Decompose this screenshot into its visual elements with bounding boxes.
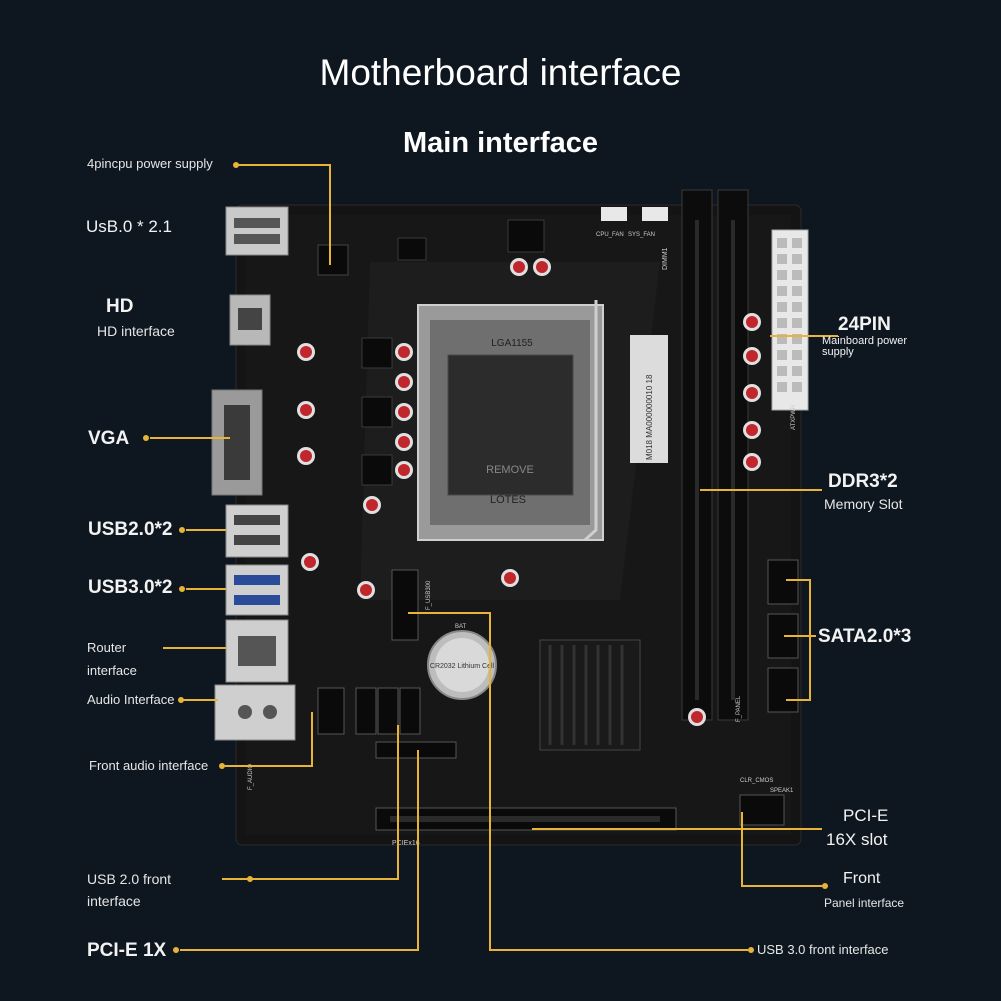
label-router-2: interface <box>87 663 137 678</box>
f-usb300-label: F_USB300 <box>426 580 432 610</box>
label-usb-21: UsB.0 * 2.1 <box>86 217 172 236</box>
leader-front-panel <box>741 812 822 887</box>
usb-port-top <box>225 206 289 256</box>
f-audio-label: F_AUDIO <box>248 764 254 790</box>
chip-top-2 <box>397 237 427 261</box>
choke-1 <box>361 337 393 369</box>
front-panel-header <box>739 794 785 826</box>
bat-label: BAT <box>455 624 467 630</box>
leader-front-audio <box>225 712 313 767</box>
dimm-label: DIMM1 <box>662 247 669 270</box>
label-hd-title: HD <box>106 296 134 317</box>
f-panel-label: F_PANEL <box>736 695 742 722</box>
clr-cmos-label: CLR_CMOS <box>740 778 773 784</box>
serial-sticker-text: M018 MA000000010 18 <box>645 374 654 460</box>
label-24pin-sub: Mainboard power supply <box>822 335 907 358</box>
sata-port-3 <box>767 667 799 713</box>
f-usb300-header <box>391 569 419 641</box>
cpu-fan-label: CPU_FAN <box>596 232 624 238</box>
label-audio: Audio Interface <box>87 692 175 707</box>
leader-sata <box>786 579 811 701</box>
label-pcie-title: PCI-E <box>843 806 889 825</box>
usb30-port <box>225 564 289 616</box>
socket-text-brand: LOTES <box>490 494 526 506</box>
label-usb20-front-1: USB 2.0 front <box>87 871 172 887</box>
sata-port-1 <box>767 559 799 605</box>
audio-header <box>317 687 345 735</box>
audio-port <box>214 684 296 741</box>
pcie-1x-slot <box>375 741 457 759</box>
cpu-socket-cover <box>447 354 574 496</box>
label-front-panel-2: Panel interface <box>824 896 905 910</box>
sys-fan-label: SYS_FAN <box>628 232 655 238</box>
label-pcie-sub: 16X slot <box>826 830 888 849</box>
usb-header-3 <box>399 687 421 735</box>
page-subtitle: Main interface <box>403 127 598 159</box>
label-ddr3-title: DDR3*2 <box>828 471 898 492</box>
battery-text: CR2032 Lithium Cell <box>430 663 495 670</box>
usb-header-1 <box>355 687 377 735</box>
usb-header-2 <box>377 687 399 735</box>
cpu-4pin <box>317 244 349 276</box>
leader-dots <box>143 162 828 953</box>
label-usb30-front: USB 3.0 front interface <box>757 942 889 957</box>
label-ddr3-sub: Memory Slot <box>824 496 903 512</box>
atxpwr-label: ATXPWR <box>791 404 797 430</box>
label-24pin-title: 24PIN <box>838 314 891 335</box>
serial-sticker <box>630 335 668 463</box>
label-front-audio: Front audio interface <box>89 758 209 773</box>
leader-lines <box>150 164 838 951</box>
choke-3 <box>361 454 393 486</box>
socket-text-top: LGA1155 <box>491 338 533 349</box>
leader-pcie1x <box>180 750 419 951</box>
label-cpu-power: 4pincpu power supply <box>87 156 213 171</box>
capacitors <box>297 258 761 726</box>
label-router-1: Router <box>87 640 127 655</box>
leader-cpu-power <box>236 164 331 265</box>
cpu-fan-header <box>601 207 627 221</box>
label-usb30: USB3.0*2 <box>88 577 173 598</box>
chipset-heatsink <box>539 639 641 751</box>
pcie-board-label: PCIEx16 <box>392 840 420 847</box>
page-title: Motherboard interface <box>319 52 682 93</box>
label-usb20-front-2: interface <box>87 893 141 909</box>
leader-usb20-front <box>222 725 399 880</box>
label-hd-sub: HD interface <box>97 323 175 339</box>
label-sata: SATA2.0*3 <box>818 626 912 647</box>
label-usb20: USB2.0*2 <box>88 519 173 540</box>
usb20-port <box>225 504 289 558</box>
socket-lever <box>583 300 598 542</box>
leader-usb30-front <box>408 612 748 951</box>
socket-text-remove: REMOVE <box>486 464 534 476</box>
speaker-label: SPEAK1 <box>770 788 794 794</box>
choke-2 <box>361 396 393 428</box>
sys-fan-header <box>642 207 668 221</box>
chip-top <box>507 219 545 253</box>
label-front-panel-1: Front <box>843 870 881 887</box>
label-vga: VGA <box>88 428 130 449</box>
label-pcie1x: PCI-E 1X <box>87 940 167 961</box>
